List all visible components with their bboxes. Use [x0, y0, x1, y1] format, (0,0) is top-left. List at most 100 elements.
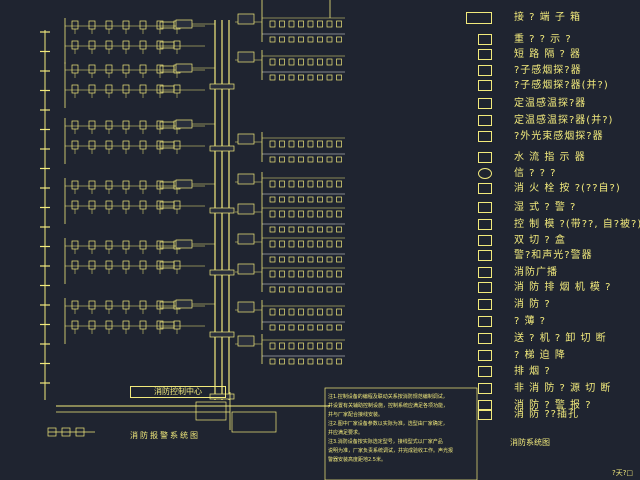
- floor-box: [237, 13, 255, 25]
- junction-box: [209, 269, 235, 276]
- detector-symbol: [317, 270, 323, 278]
- circle-icon: [478, 168, 492, 179]
- legend-label: 非 消 防 ? 源 切 断: [514, 383, 612, 394]
- detector-symbol: [288, 308, 295, 316]
- detector-symbol: [173, 320, 181, 330]
- legend-caption: 消防系统图: [510, 438, 550, 447]
- device-symbol: [317, 156, 323, 163]
- box-p-icon: [478, 316, 492, 327]
- design-notes: 注1.控制设备的编程及联动关系按消防规范编制调试，并设置有关辅助控制设施，控制系…: [328, 393, 474, 465]
- detector-symbol: [288, 240, 295, 248]
- detector-symbol: [307, 20, 314, 28]
- device-symbol: [288, 256, 295, 263]
- box-two-icon: [478, 235, 492, 246]
- detector-symbol: [105, 84, 113, 94]
- device-symbol: [336, 226, 342, 233]
- detector-symbol: [298, 240, 304, 248]
- detector-symbol: [298, 270, 304, 278]
- device-symbol: [336, 256, 342, 263]
- device-symbol: [279, 74, 285, 81]
- detector-symbol: [326, 58, 333, 66]
- detector-symbol: [336, 270, 342, 278]
- floor-box: [237, 203, 255, 215]
- legend-item: 双 切 ? 盒: [474, 234, 640, 248]
- legend-label: 水 流 指 示 器: [514, 152, 586, 163]
- detector-symbol: [139, 180, 147, 190]
- legend-item: 消 防 排 烟 机 模 ?: [474, 281, 640, 295]
- box-tel-icon: [478, 409, 492, 420]
- legend-label: ?外光束感烟探?器: [514, 131, 604, 142]
- device-symbol: [269, 74, 276, 81]
- detector-symbol: [326, 308, 333, 316]
- detector-symbol: [122, 120, 130, 130]
- detector-symbol: [105, 20, 113, 30]
- floor-box: [175, 63, 193, 73]
- detector-symbol: [88, 20, 96, 30]
- terminal-block: [231, 411, 277, 433]
- box-fan-icon: [478, 282, 492, 293]
- box-pump-icon: [478, 299, 492, 310]
- detector-symbol: [139, 120, 147, 130]
- device-symbol: [326, 74, 333, 81]
- detector-symbol: [317, 240, 323, 248]
- floor-box: [175, 239, 193, 249]
- detector-symbol: [298, 180, 304, 188]
- legend-item: 非 消 防 ? 源 切 断: [474, 382, 640, 396]
- detector-symbol: [317, 308, 323, 316]
- detector-symbol: [71, 320, 79, 330]
- junction-box: [209, 331, 235, 338]
- floor-box: [237, 263, 255, 275]
- legend-item: ?外光束感烟探?器: [474, 130, 640, 144]
- device-symbol: [307, 256, 314, 263]
- detector-symbol: [307, 308, 314, 316]
- device-symbol: [307, 36, 314, 43]
- device-symbol: [336, 36, 342, 43]
- device-symbol: [307, 286, 314, 293]
- detector-symbol: [326, 270, 333, 278]
- legend-item: 消 火 栓 按 ?(??自?): [474, 182, 640, 196]
- legend-item: 消 防 ??插孔: [474, 408, 640, 422]
- detector-symbol: [317, 342, 323, 350]
- detector-symbol: [88, 40, 96, 50]
- detector-symbol: [173, 260, 181, 270]
- detector-symbol: [139, 84, 147, 94]
- device-symbol: [269, 358, 276, 365]
- detector-symbol: [269, 20, 276, 28]
- legend-item: 水 流 指 示 器: [474, 151, 640, 165]
- detector-symbol: [71, 120, 79, 130]
- detector-symbol: [288, 342, 295, 350]
- floor-box: [175, 299, 193, 309]
- note-line: 注2.图中厂家设备参数以实际为准，选型由厂家确定，: [328, 421, 448, 427]
- detector-symbol: [122, 180, 130, 190]
- module-symbol: [159, 65, 175, 73]
- legend-label: 短 路 隔 ? 器: [514, 49, 582, 60]
- detector-symbol: [105, 200, 113, 210]
- detector-symbol: [307, 180, 314, 188]
- legend-label: 定温感温探?器(并?): [514, 115, 614, 126]
- legend-label: 湿 式 ? 警 ?: [514, 202, 577, 213]
- device-symbol: [288, 196, 295, 203]
- detector-symbol: [122, 84, 130, 94]
- device-symbol: [307, 226, 314, 233]
- device-symbol: [326, 358, 333, 365]
- detector-symbol: [288, 210, 295, 218]
- detector-symbol: [279, 308, 285, 316]
- detector-symbol: [307, 342, 314, 350]
- detector-symbol: [326, 180, 333, 188]
- device-symbol: [269, 196, 276, 203]
- note-line: 并与厂家配合接线安装。: [328, 412, 384, 418]
- detector-symbol: [173, 140, 181, 150]
- note-line: 并设置有关辅助控制设施，控制系统应满足各项功能，: [328, 403, 449, 409]
- detector-symbol: [307, 58, 314, 66]
- detector-symbol: [269, 240, 276, 248]
- device-symbol: [326, 286, 333, 293]
- detector-symbol: [326, 20, 333, 28]
- device-symbol: [288, 36, 295, 43]
- detector-symbol: [122, 240, 130, 250]
- detector-symbol: [71, 300, 79, 310]
- module-symbol: [159, 301, 175, 309]
- device-symbol: [298, 256, 304, 263]
- legend-item: 送 ? 机 ? 卸 切 断: [474, 332, 640, 346]
- device-symbol: [298, 324, 304, 331]
- detector-symbol: [288, 180, 295, 188]
